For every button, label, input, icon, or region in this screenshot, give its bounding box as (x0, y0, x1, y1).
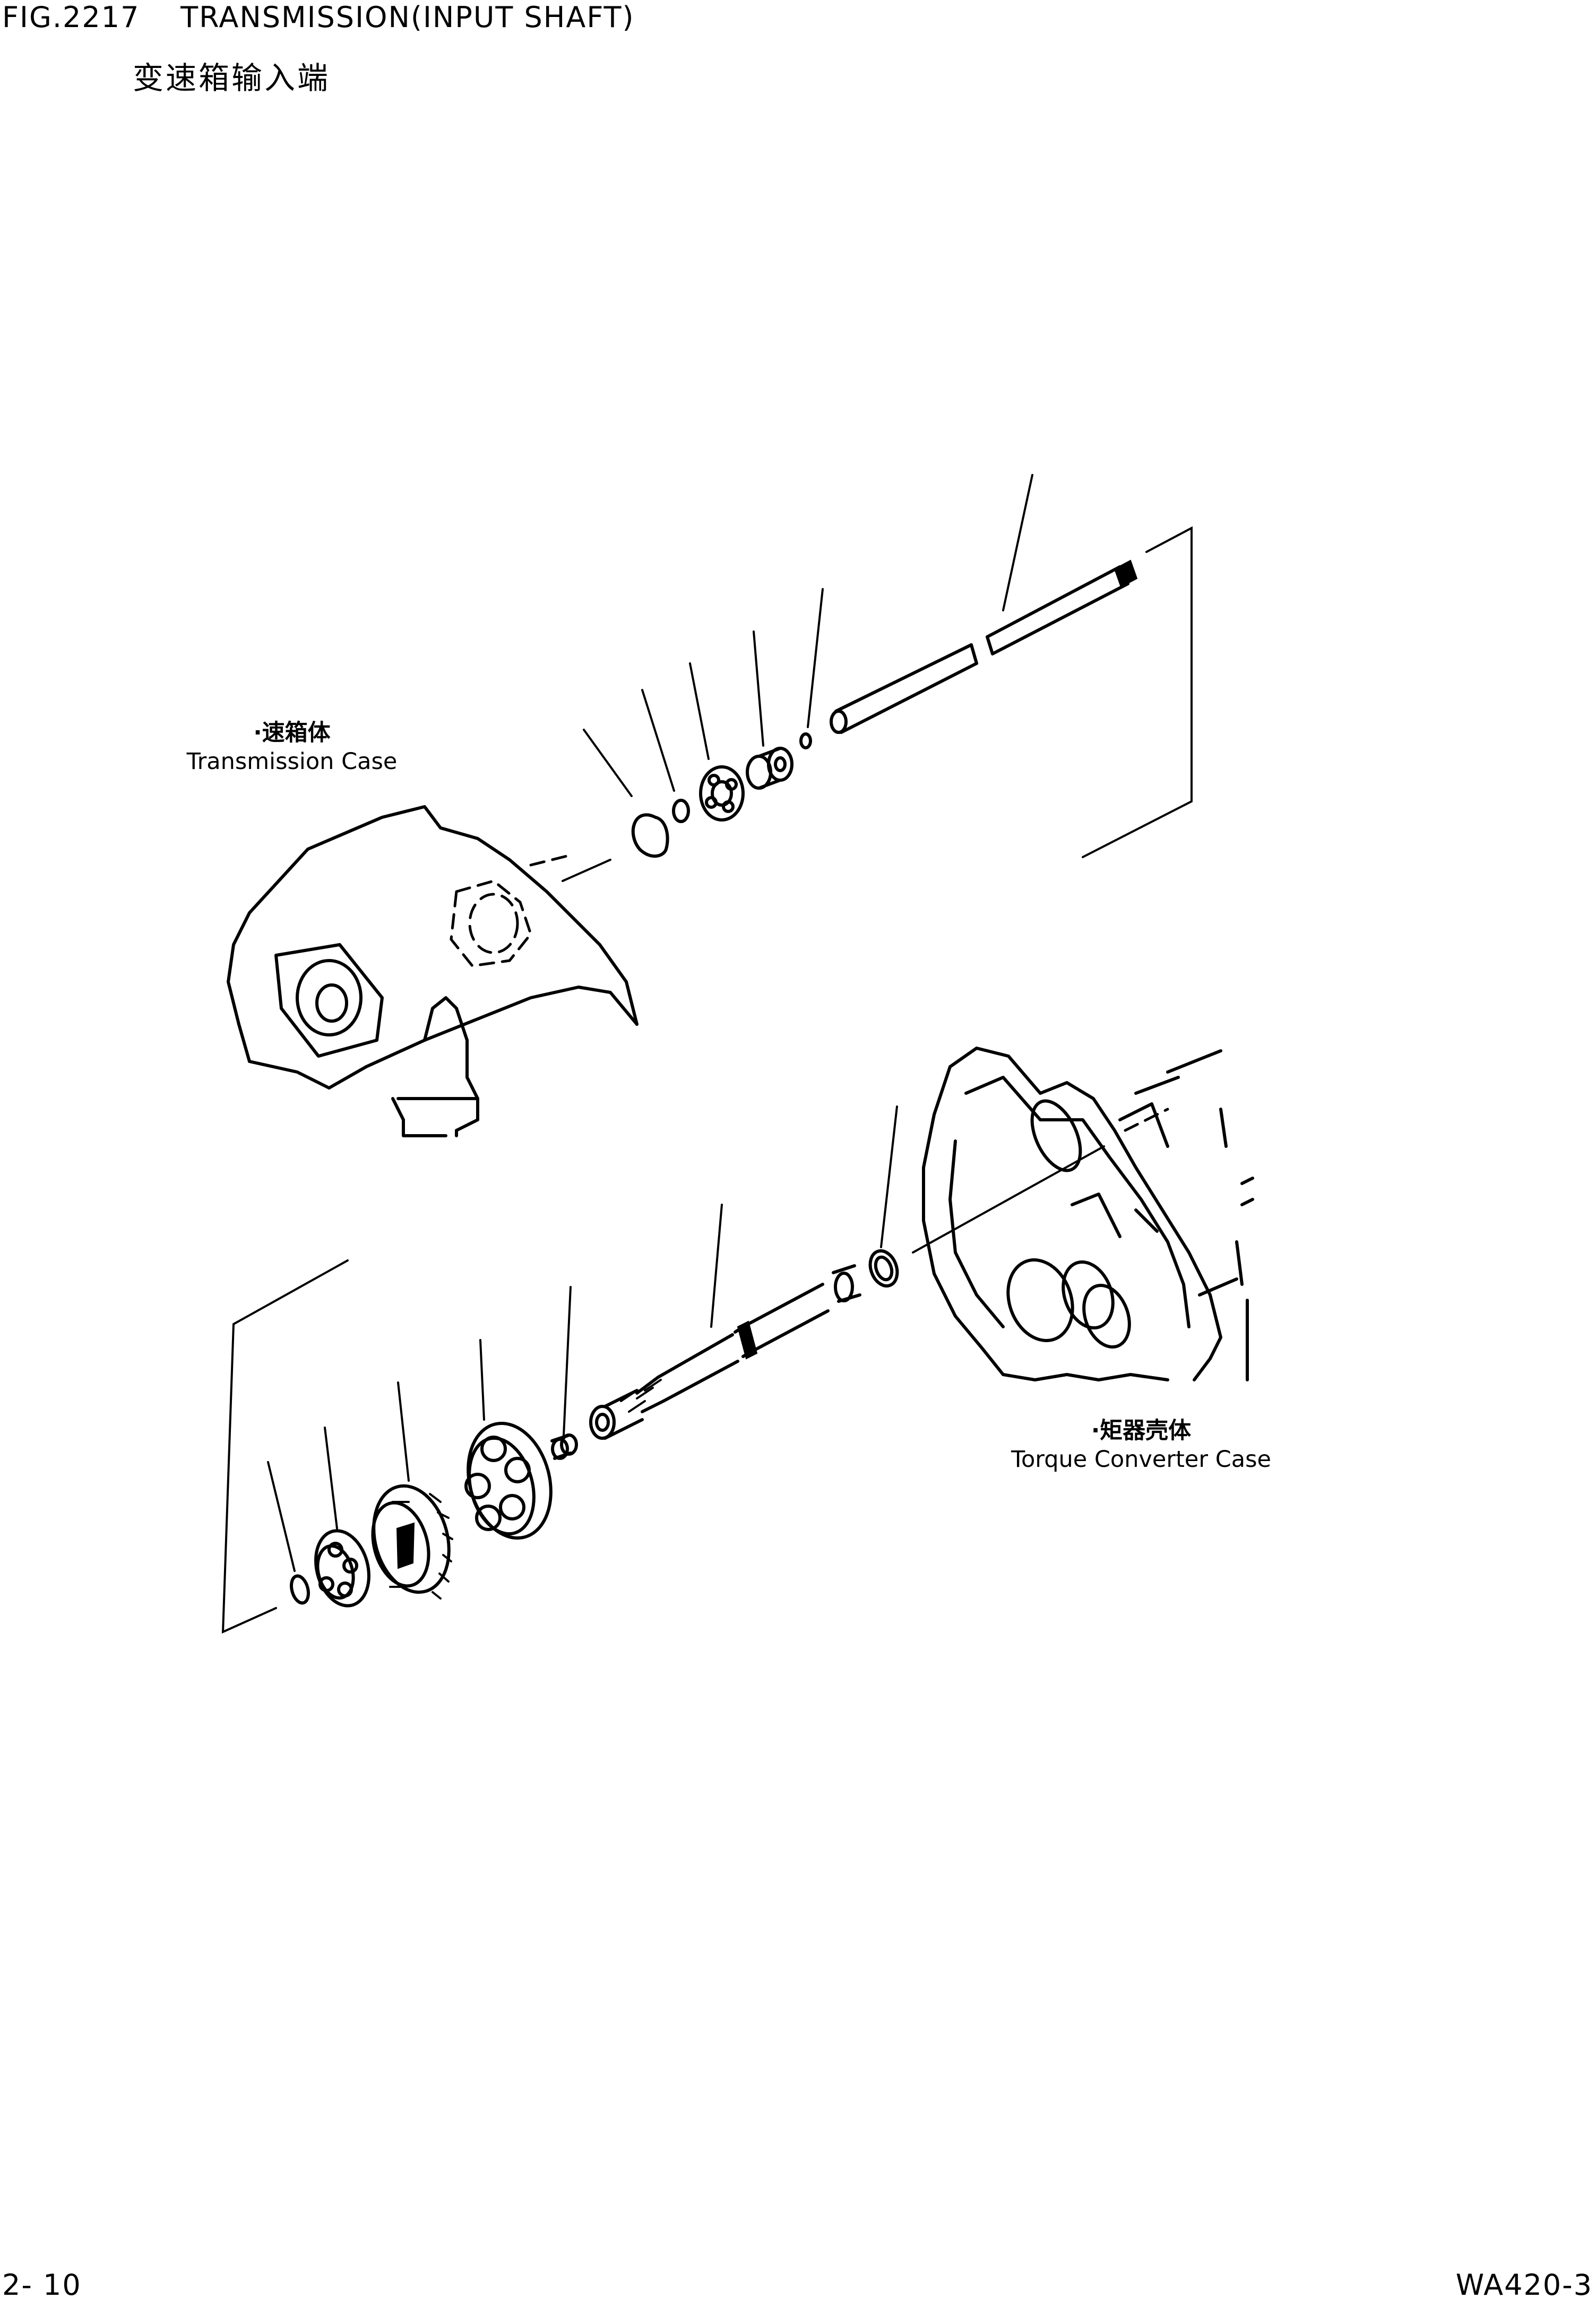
snap-ring-large (631, 813, 669, 858)
collar-sleeve (746, 747, 793, 790)
o-ring-lower (868, 1249, 899, 1288)
long-shaft-upper (830, 559, 1138, 734)
ball-bearing-upper (699, 765, 745, 822)
figure-subtitle: 变速箱输入端 (133, 60, 331, 96)
input-shaft-lower (589, 1264, 861, 1440)
o-ring-small (799, 732, 812, 749)
leader-lines-upper (583, 474, 1193, 858)
leader-lines-lower (221, 1105, 898, 1634)
label-torque-converter-case: ·矩器壳体 Torque Converter Case (998, 1417, 1284, 1474)
torque-converter-case-drawing (912, 1047, 1254, 1381)
model-code: WA420-3 (1455, 2268, 1593, 2302)
ball-bearing-lower (314, 1529, 370, 1608)
o-ring-lower-end (290, 1574, 310, 1605)
gear-lower (371, 1484, 453, 1600)
transmission-case-drawing (227, 805, 639, 1137)
label-transmission-case-cn: ·速箱体 (253, 720, 331, 746)
label-torque-converter-case-cn: ·矩器壳体 (1091, 1418, 1192, 1444)
label-transmission-case-en: Transmission Case (186, 748, 398, 775)
washer-small (672, 799, 690, 823)
label-torque-converter-case-en: Torque Converter Case (1011, 1446, 1271, 1473)
label-transmission-case: ·速箱体 Transmission Case (180, 719, 403, 776)
figure-title: FIG.2217 TRANSMISSION(INPUT SHAFT) (2, 1, 635, 34)
roller-bearing-lower (464, 1421, 553, 1540)
page-number: 2- 10 (2, 2268, 82, 2302)
small-sleeve (550, 1433, 578, 1460)
